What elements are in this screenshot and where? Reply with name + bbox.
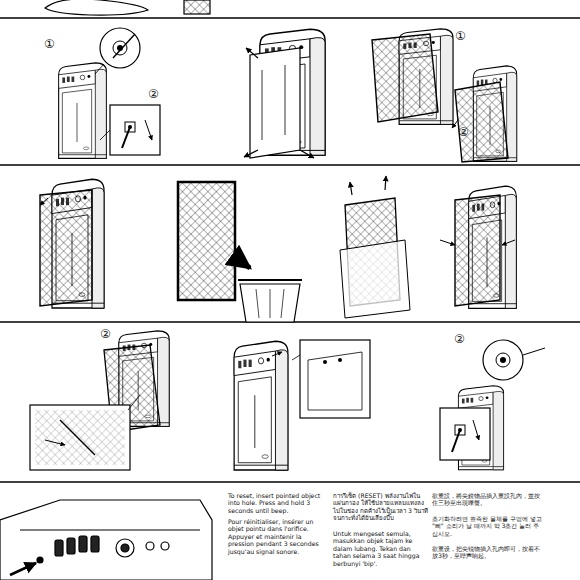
step-open-unit — [59, 63, 107, 158]
step-open-unit — [100, 130, 110, 140]
control-panel — [55, 540, 63, 556]
callout-number: ② — [458, 126, 474, 138]
step-lift-filter — [40, 198, 48, 205]
step-replace-cover — [234, 341, 288, 470]
top-partial-illustration — [45, 0, 210, 15]
control-panel — [37, 557, 43, 563]
step-replace-cover — [308, 352, 362, 410]
control-panel — [116, 539, 134, 557]
step-clip-filter — [35, 410, 125, 465]
step-discard-filter — [178, 182, 235, 300]
top-partial-illustration — [45, 0, 148, 15]
step-unwrap-filter — [350, 182, 352, 195]
step-unwrap-filter — [385, 176, 386, 190]
control-panel — [0, 500, 212, 580]
top-partial-illustration — [184, 0, 210, 14]
step-discard-filter — [238, 279, 302, 281]
instruction-text: Untuk mengeset semula, masukkan objek ta… — [333, 530, 428, 567]
step-discard-filter — [232, 255, 250, 268]
step-replace-cover — [323, 360, 327, 364]
step-clip-filter — [128, 395, 140, 410]
step-remove-cover — [262, 65, 285, 140]
step-pull-filter — [455, 82, 508, 162]
step-replace-cover — [292, 355, 300, 360]
step-open-unit — [110, 105, 160, 155]
callout-number: ② — [148, 88, 164, 100]
step-open-unit — [113, 34, 135, 58]
control-panel — [161, 542, 169, 550]
step-reset — [500, 357, 506, 363]
step-insert-filter — [455, 195, 500, 306]
step-pull-filter — [372, 29, 517, 162]
instruction-text: To reset, insert pointed object into hol… — [228, 492, 328, 514]
step-insert-filter — [440, 186, 516, 308]
step-replace-cover — [300, 340, 370, 418]
step-reset — [483, 340, 523, 380]
step-remove-cover — [300, 150, 314, 158]
control-panel — [146, 542, 154, 550]
step-reset — [440, 340, 545, 470]
step-clip-filter — [30, 405, 130, 470]
frame-line — [0, 164, 580, 165]
step-lift-filter — [40, 190, 92, 306]
frame-line — [0, 18, 580, 482]
instruction-text: 欲重設，將尖銳物品插入重設孔內，並按住三秒至出現嗶聲。 — [432, 492, 544, 507]
step-reset — [473, 420, 479, 440]
step-reset — [452, 430, 460, 452]
callout-number: ② — [454, 333, 470, 345]
step-clip-filter — [60, 420, 95, 455]
step-replace-cover — [338, 358, 342, 362]
step-open-unit — [100, 28, 140, 68]
step-open-unit — [122, 127, 130, 148]
step-remove-cover — [244, 150, 258, 157]
control-panel — [91, 536, 99, 552]
step-reset — [496, 353, 510, 367]
step-lift-filter — [40, 179, 104, 308]
step-unwrap-filter — [340, 240, 410, 318]
instruction-text: การรีเซ็ต (RESET) พลังงานไฟในแผ่นกรอง ให… — [333, 492, 428, 522]
frame-line — [0, 17, 580, 18]
step-open-unit — [95, 64, 104, 74]
step-reset — [440, 408, 490, 460]
control-panel — [67, 538, 75, 554]
frame-line — [0, 481, 580, 482]
step-open-unit — [145, 120, 152, 140]
step-pull-filter — [372, 34, 438, 122]
step-discard-filter — [178, 182, 302, 322]
step-insert-filter — [502, 240, 515, 245]
control-panel — [20, 529, 200, 530]
step-discard-filter — [256, 289, 284, 318]
step-insert-filter — [440, 240, 455, 245]
step-replace-cover — [272, 352, 282, 356]
control-panel — [121, 544, 129, 552]
callout-number: ① — [455, 30, 471, 42]
step-remove-cover — [246, 48, 258, 58]
instruction-text: Pour réinitialiser, insérer un objet poi… — [228, 518, 328, 555]
step-clip-filter — [45, 440, 65, 445]
step-clip-filter — [30, 331, 169, 470]
step-reset — [523, 348, 545, 355]
instruction-text: 초기화하려면 뾰족한 물체를 구멍에 넣고 "삐" 소리가 날 때까지 약 3초… — [432, 515, 544, 537]
control-panel — [10, 563, 36, 575]
control-panel — [0, 500, 212, 580]
step-remove-cover — [244, 29, 325, 158]
step-replace-cover — [234, 340, 370, 470]
instruction-text: 欲重设，把尖锐物插入孔内即可，按着不放3秒，至哔声响起。 — [432, 545, 544, 560]
step-unwrap-filter — [340, 176, 410, 318]
callout-number: ① — [44, 38, 60, 50]
step-pull-filter — [452, 120, 458, 128]
step-discard-filter — [240, 284, 300, 322]
step-open-unit — [59, 28, 160, 158]
control-panel — [79, 536, 87, 552]
callout-number: ② — [100, 328, 116, 340]
step-remove-cover — [250, 48, 300, 158]
step-open-unit — [113, 41, 127, 55]
